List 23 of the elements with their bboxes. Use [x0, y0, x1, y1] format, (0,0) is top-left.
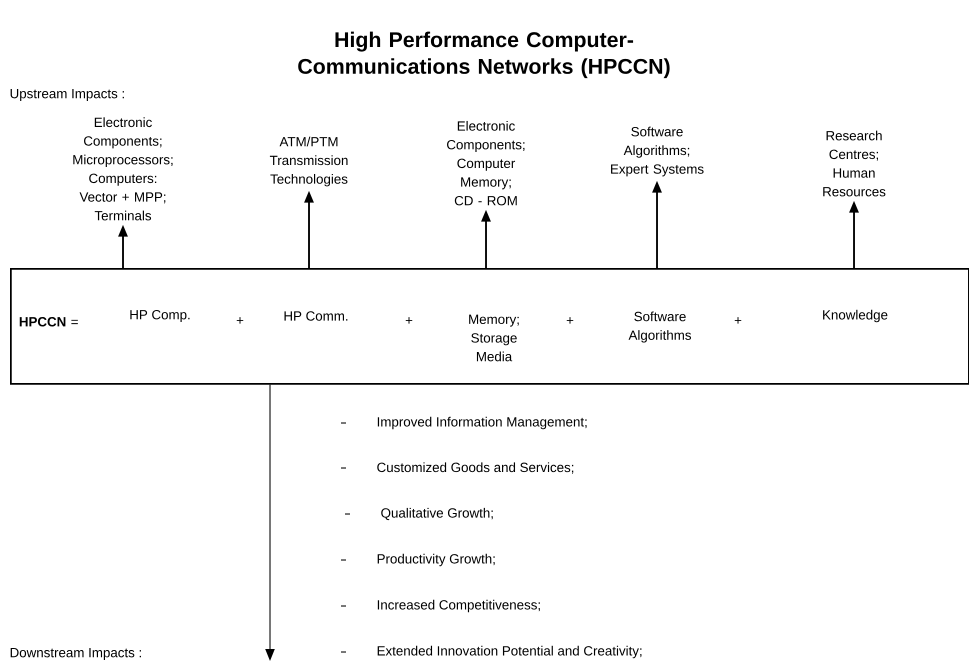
bullet-item: Improved Information Management;: [341, 416, 587, 430]
bullet-item: Customized Goods and Services;: [341, 462, 574, 474]
impact-text: Research Centres; Human Resources: [823, 130, 886, 196]
bullet-item: Qualitative Growth;: [345, 508, 493, 520]
impact-text: Electronic Components; Microprocessors; Computers: Vector + MPP; Terminals: [73, 117, 173, 220]
component-text: HP Comp.: [130, 310, 190, 322]
impact-text: Software Algorithms; Expert Systems: [611, 126, 704, 176]
impact-text: Electronic Components; Computer Memory; CD - ROM: [447, 120, 524, 206]
bullet-item: Extended Innovation Potential and Creativity;: [341, 646, 642, 658]
plus-sign: +: [734, 317, 742, 324]
bullet-item: Productivity Growth;: [341, 554, 495, 566]
plus-sign: +: [566, 317, 574, 324]
component-text: HP Comm.: [284, 311, 348, 321]
component-text: Knowledge: [823, 310, 888, 322]
plus-sign: +: [236, 317, 244, 324]
bullet-item: Increased Competitiveness;: [341, 600, 540, 612]
section-label: Downstream Impacts :: [10, 648, 141, 660]
section-label: Upstream Impacts :: [10, 89, 124, 101]
title: High Performance Computer-Communications Networks (HPCCN): [298, 32, 670, 78]
component-text: Software Algorithms: [628, 311, 692, 343]
component-text: Memory; Storage Media: [469, 314, 519, 362]
plus-sign: +: [406, 317, 412, 324]
impact-text: ATM/PTM Transmission Technologies: [270, 136, 348, 186]
